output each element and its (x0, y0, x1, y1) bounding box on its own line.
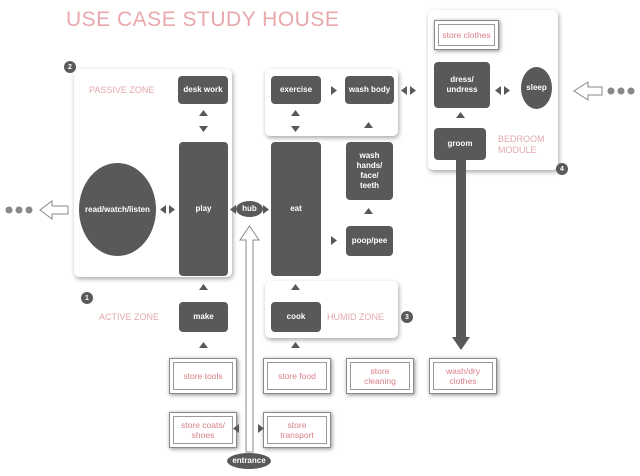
arrow-exercise-up (291, 110, 300, 116)
external-dot (25, 206, 33, 214)
external-dot (627, 87, 635, 95)
arrow-groom-up (456, 112, 465, 118)
store-food-label: store food (267, 362, 327, 390)
arrow-washbody-right (401, 86, 407, 95)
arrow-poop-up (364, 208, 373, 214)
arrow-hub-left (230, 205, 236, 214)
store-transport-box: store transport (263, 412, 331, 448)
arrow-coats-right (233, 424, 239, 433)
arrow-hub-right (263, 205, 269, 214)
entrance-hollow-arrow (239, 225, 260, 453)
zone-number-badge: 1 (81, 292, 93, 304)
store-transport-line2: transport (280, 430, 314, 440)
arrow-sleep-left (495, 86, 501, 95)
passive-zone-label: PASSIVE ZONE (89, 85, 155, 95)
wash-hands-line2: hands/ (356, 161, 383, 170)
cook-node: cook (271, 302, 321, 332)
store-cleaning-line2: cleaning (364, 376, 396, 386)
external-dot (15, 206, 23, 214)
play-node: play (179, 142, 228, 276)
wash-dry-line2: clothes (449, 376, 477, 386)
store-cleaning-line1: store (370, 366, 390, 376)
store-clothes-label: store clothes (438, 24, 495, 46)
store-tools-label: store tools (173, 362, 233, 390)
groom-vertical-bar (456, 155, 466, 340)
wash-hands-line3: face/ (360, 171, 379, 180)
wash-hands-line1: wash (359, 151, 380, 160)
entrance-node: entrance (227, 453, 271, 469)
store-food-box: store food (263, 358, 331, 394)
store-coats-label: store coats/ shoes (173, 416, 233, 444)
bedroom-module-label: BEDROOM MODULE (498, 134, 545, 156)
external-dot (607, 87, 615, 95)
desk-work-node: desk work (178, 76, 228, 104)
arrow-play-right (169, 205, 175, 214)
wash-body-node: wash body (345, 76, 394, 104)
sleep-node: sleep (521, 67, 552, 109)
arrow-cook-up (291, 284, 300, 290)
left-hollow-arrow (39, 200, 69, 220)
store-cleaning-label: store cleaning (350, 362, 410, 390)
store-transport-label: store transport (267, 416, 327, 444)
diagram-title: USE CASE STUDY HOUSE (66, 8, 340, 31)
store-tools-box: store tools (169, 358, 237, 394)
store-coats-line1: store coats/ (181, 420, 225, 430)
arrow-food-up (291, 342, 300, 348)
dress-line2: undress (446, 85, 478, 94)
zone-number-badge: 2 (64, 61, 76, 73)
wash-hands-node: wash hands/ face/ teeth (346, 142, 393, 200)
store-clothes-box: store clothes (434, 20, 499, 50)
right-hollow-arrow (573, 81, 603, 101)
store-cleaning-box: store cleaning (346, 358, 414, 394)
arrow-transport-left (258, 424, 264, 433)
wash-hands-line4: teeth (359, 181, 380, 190)
make-node: make (179, 302, 228, 332)
arrow-tools-up (199, 342, 208, 348)
bedroom-label-line2: MODULE (498, 145, 537, 155)
wash-dry-clothes-box: wash/dry clothes (429, 358, 497, 394)
arrow-eat-right (331, 236, 337, 245)
wash-dry-line1: wash/dry (445, 366, 480, 376)
active-zone-label: ACTIVE ZONE (99, 312, 160, 322)
eat-node: eat (271, 142, 321, 276)
arrow-sleep-right (504, 86, 510, 95)
groom-arrowhead (452, 337, 470, 350)
exercise-node: exercise (271, 76, 321, 104)
poop-pee-node: poop/pee (346, 226, 393, 256)
hub-node: hub (236, 201, 263, 217)
dress-undress-node: dress/ undress (434, 62, 490, 108)
zone-number-badge: 3 (401, 311, 413, 323)
arrow-desk-up (199, 110, 208, 116)
groom-node: groom (434, 128, 486, 160)
wash-dry-clothes-label: wash/dry clothes (433, 362, 493, 390)
arrow-desk-down (199, 126, 208, 132)
external-dot (617, 87, 625, 95)
bedroom-label-line1: BEDROOM (498, 134, 545, 144)
humid-zone-label: HUMID ZONE (327, 312, 384, 322)
read-watch-listen-node: read/watch/listen (79, 163, 156, 256)
store-transport-line1: store (287, 420, 307, 430)
arrow-exercise-right (331, 86, 337, 95)
store-coats-line2: shoes (191, 430, 215, 440)
arrow-washhands-up (364, 122, 373, 128)
dress-line1: dress/ (450, 75, 474, 84)
external-dot (5, 206, 13, 214)
arrow-dress-left (410, 86, 416, 95)
arrow-make-up (199, 284, 208, 290)
arrow-exercise-down (291, 126, 300, 132)
zone-number-badge: 4 (556, 163, 568, 175)
arrow-read-left (160, 205, 166, 214)
